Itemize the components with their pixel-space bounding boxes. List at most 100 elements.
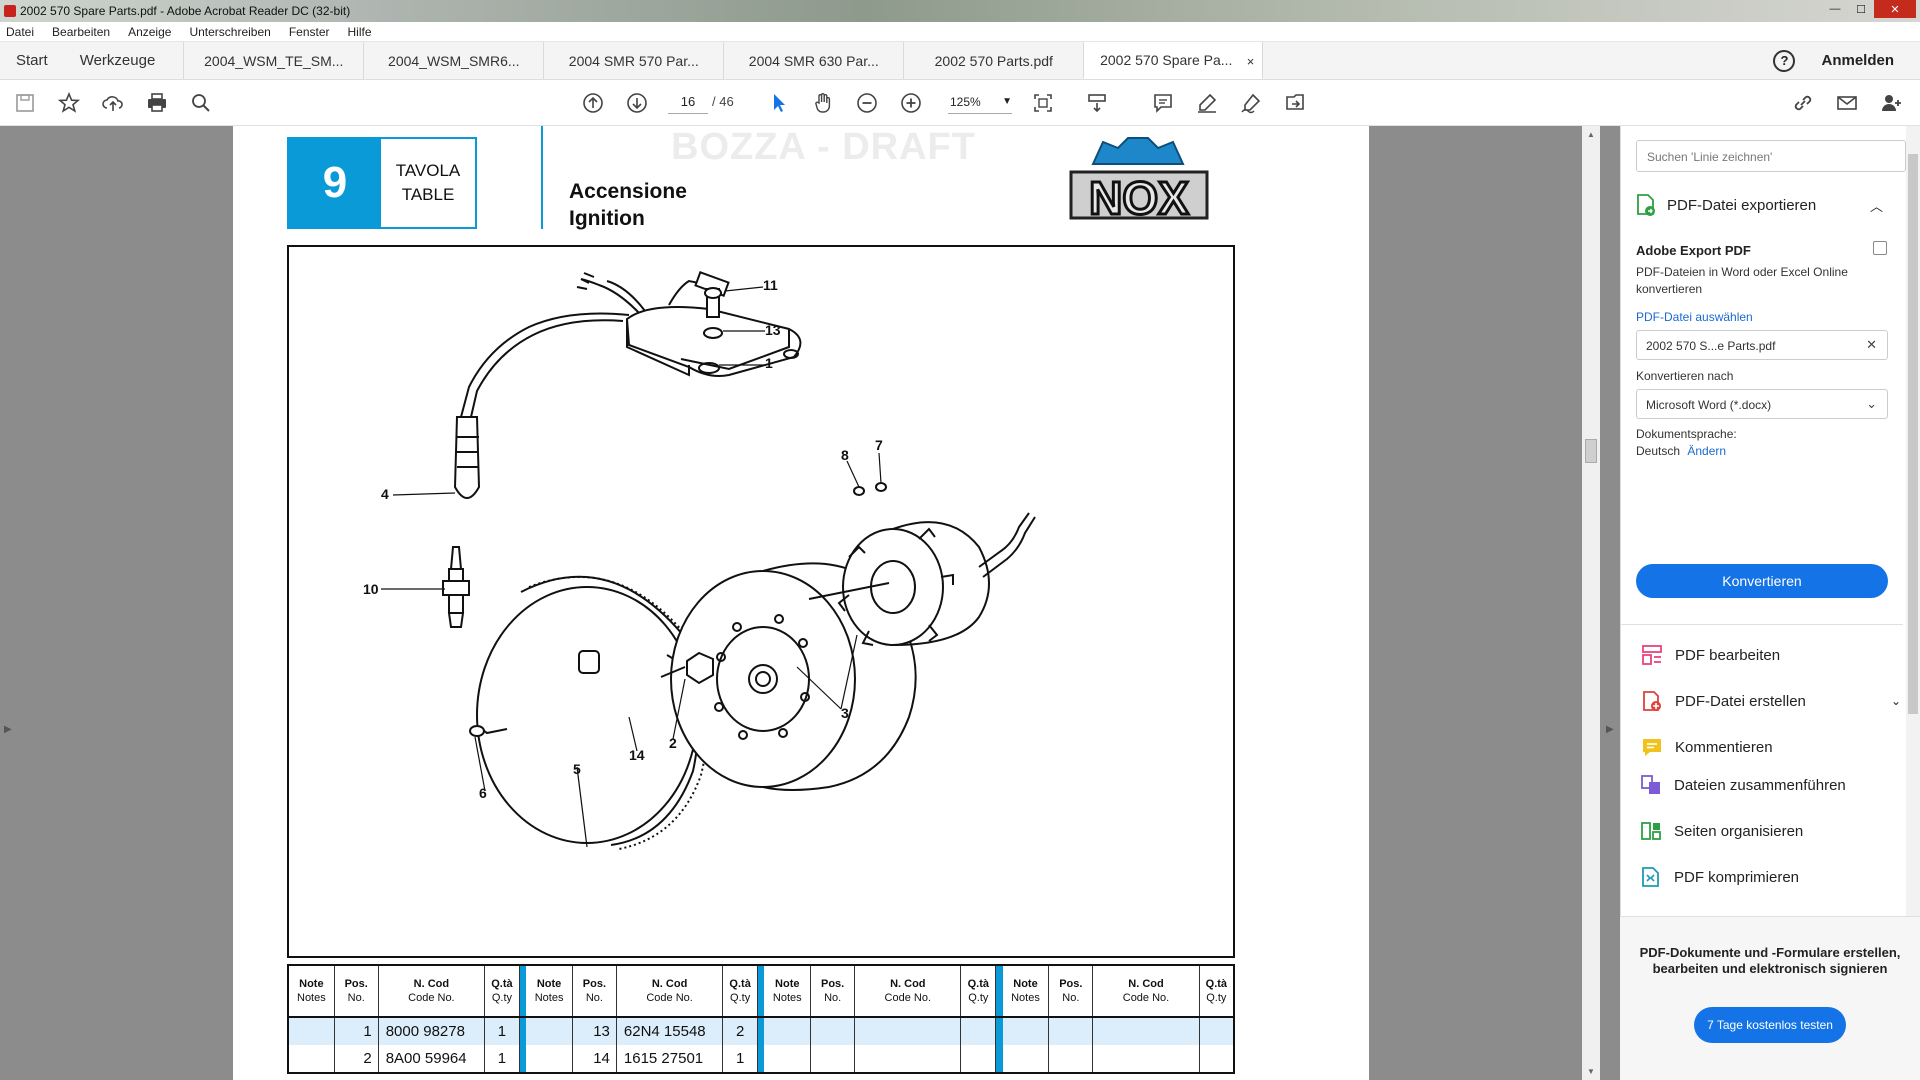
doc-tab[interactable]: 2002 570 Parts.pdf <box>903 42 1083 79</box>
maximize-button[interactable]: ☐ <box>1856 3 1866 16</box>
doc-tab[interactable]: 2004 SMR 630 Par... <box>723 42 903 79</box>
page-number-input[interactable]: 16 <box>668 90 708 114</box>
title-bar: 2002 570 Spare Parts.pdf - Adobe Acrobat… <box>0 0 1920 22</box>
scroll-down-icon[interactable]: ▼ <box>1587 1067 1595 1076</box>
comment-icon[interactable] <box>1150 90 1176 116</box>
th-pos: Pos. No. <box>334 965 379 1018</box>
cloud-upload-icon[interactable] <box>100 90 126 116</box>
fit-page-icon[interactable] <box>1030 90 1056 116</box>
help-icon[interactable]: ? <box>1773 49 1796 72</box>
scroll-up-icon[interactable]: ▲ <box>1587 130 1595 139</box>
document-scrollbar[interactable]: ▲ ▼ <box>1582 126 1600 1080</box>
zoom-out-icon[interactable] <box>854 90 880 116</box>
sign-icon[interactable] <box>1238 90 1264 116</box>
column-separator <box>995 1017 1003 1045</box>
hand-icon[interactable] <box>810 90 836 116</box>
page-down-icon[interactable] <box>624 90 650 116</box>
table-number: 9 <box>289 139 381 227</box>
share-icon[interactable] <box>1282 90 1308 116</box>
note-cell <box>1002 1045 1050 1073</box>
th-no-label: No. <box>347 992 365 1004</box>
note-cell <box>288 1045 335 1073</box>
menu-unterschreiben[interactable]: Unterschreiben <box>189 24 271 39</box>
th-qty-label: Q.ty <box>730 992 751 1004</box>
tools-pane-scrollbar[interactable] <box>1906 126 1920 916</box>
zoom-in-icon[interactable] <box>898 90 924 116</box>
zoom-value: 125% <box>950 95 981 109</box>
th-pos: Pos.No. <box>572 965 617 1018</box>
th-note-label: Note <box>775 978 800 990</box>
scrollbar-thumb[interactable] <box>1585 439 1597 463</box>
doc-tab-label: 2002 570 Spare Pa... <box>1100 52 1233 68</box>
tab-start[interactable]: Start <box>16 52 48 69</box>
tool-compress-pdf[interactable]: PDF komprimieren <box>1640 862 1799 892</box>
tool-combine-files[interactable]: Dateien zusammenführen <box>1640 770 1846 800</box>
export-pdf-title: PDF-Datei exportieren <box>1667 196 1817 214</box>
menu-fenster[interactable]: Fenster <box>288 24 330 39</box>
star-icon[interactable] <box>56 90 82 116</box>
doc-tab-active[interactable]: 2002 570 Spare Pa... × <box>1083 42 1264 79</box>
scroll-mode-icon[interactable] <box>1084 90 1110 116</box>
highlight-pen-icon[interactable] <box>1194 90 1220 116</box>
login-button[interactable]: Anmelden <box>1821 52 1894 69</box>
link-icon[interactable] <box>1790 90 1816 116</box>
tool-create-pdf[interactable]: PDF-Datei erstellen ⌄ <box>1641 686 1901 716</box>
export-pdf-header[interactable]: PDF-Datei exportieren ︿ <box>1621 182 1903 228</box>
left-pane-toggle-icon[interactable]: ▶ <box>4 724 12 735</box>
page-total: / 46 <box>712 94 734 109</box>
select-cursor-icon[interactable] <box>766 90 792 116</box>
tools-search-input[interactable]: Suchen 'Linie zeichnen' <box>1636 140 1906 172</box>
tool-edit-pdf[interactable]: PDF bearbeiten <box>1641 640 1780 670</box>
close-window-button[interactable]: ✕ <box>1874 0 1916 18</box>
document-area[interactable]: ▶ BOZZA - DRAFT 9 TAVOLA TABLE Accension… <box>0 126 1620 1080</box>
th-pos-label: Pos. <box>344 978 368 990</box>
page-up-icon[interactable] <box>580 90 606 116</box>
mail-icon[interactable] <box>1834 90 1860 116</box>
change-language-link[interactable]: Ändern <box>1687 444 1727 458</box>
minimize-button[interactable]: — <box>1829 3 1841 15</box>
th-pos: Pos.No. <box>1048 965 1094 1018</box>
convert-button[interactable]: Konvertieren <box>1636 564 1888 598</box>
close-tab-icon[interactable]: × <box>1246 54 1255 69</box>
add-user-icon[interactable] <box>1878 90 1904 116</box>
clear-file-icon[interactable]: ✕ <box>1866 337 1877 352</box>
convert-to-select[interactable]: Microsoft Word (*.docx) ⌄ <box>1636 389 1888 419</box>
menu-anzeige[interactable]: Anzeige <box>128 24 172 39</box>
column-separator <box>519 1017 527 1045</box>
tool-comment[interactable]: Kommentieren <box>1641 732 1773 762</box>
expand-icon[interactable]: ⌄ <box>1891 694 1902 708</box>
copy-icon[interactable] <box>1873 241 1887 255</box>
free-trial-button[interactable]: 7 Tage kostenlos testen <box>1694 1007 1846 1043</box>
doc-language-value: Deutsch <box>1636 444 1681 458</box>
right-pane-toggle-icon[interactable]: ▶ <box>1606 724 1614 735</box>
tool-organize-pages[interactable]: Seiten organisieren <box>1640 816 1803 846</box>
zoom-select[interactable]: 125% ▼ <box>948 90 1012 114</box>
tab-werkzeuge[interactable]: Werkzeuge <box>79 52 156 69</box>
search-icon[interactable] <box>188 90 214 116</box>
qty-cell: 1 <box>484 1045 520 1073</box>
callout-1: 1 <box>765 355 773 371</box>
menu-datei[interactable]: Datei <box>6 24 35 39</box>
doc-tab[interactable]: 2004 SMR 570 Par... <box>543 42 723 79</box>
selected-file-field[interactable]: 2002 570 S...e Parts.pdf ✕ <box>1636 330 1888 360</box>
callout-8: 8 <box>841 447 849 463</box>
qty-cell <box>960 1045 997 1073</box>
menu-bearbeiten[interactable]: Bearbeiten <box>52 24 111 39</box>
th-ncod-label: N. Cod <box>1128 978 1164 990</box>
ignition-diagram: 11 13 1 8 7 4 10 3 2 14 5 6 <box>287 245 1235 958</box>
menu-hilfe[interactable]: Hilfe <box>347 24 372 39</box>
scrollbar-thumb[interactable] <box>1908 154 1918 714</box>
chevron-up-icon[interactable]: ︿ <box>1869 199 1883 214</box>
convert-to-label: Konvertieren nach <box>1636 369 1734 383</box>
doc-tab[interactable]: 2004_WSM_SMR6... <box>363 42 543 79</box>
save-icon[interactable] <box>12 90 38 116</box>
th-note-label: Note <box>1013 978 1038 990</box>
qty-cell: 1 <box>484 1017 520 1045</box>
doc-tab[interactable]: 2004_WSM_TE_SM... <box>183 42 363 79</box>
print-icon[interactable] <box>144 90 170 116</box>
tool-label: Kommentieren <box>1675 738 1773 756</box>
choose-pdf-link[interactable]: PDF-Datei auswählen <box>1636 310 1753 324</box>
